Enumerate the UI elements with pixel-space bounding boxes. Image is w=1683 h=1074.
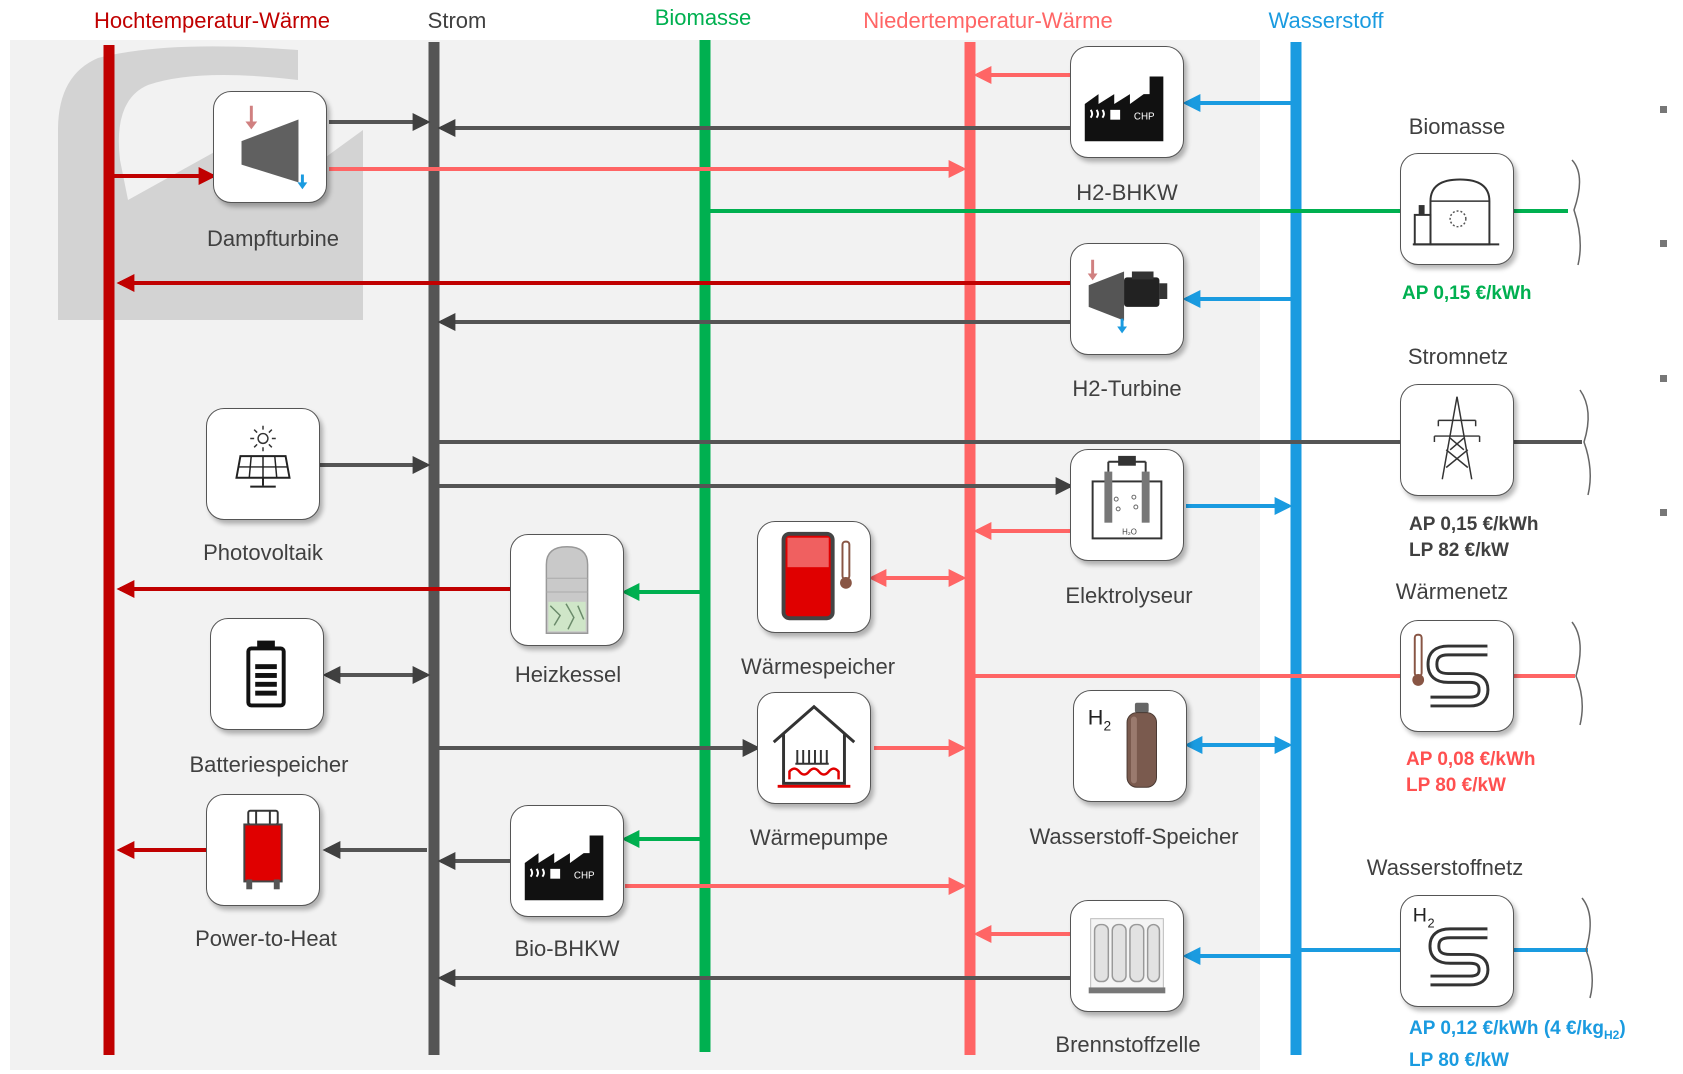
district-heating-icon <box>1412 633 1490 708</box>
waermenetz-price-ap: AP 0,08 €/kWh <box>1406 749 1536 770</box>
bus-label-strom: Strom <box>427 8 487 33</box>
hydrogen-grid-icon: H 2 <box>1413 905 1490 987</box>
biomasse-source-label: Biomasse <box>1408 114 1506 139</box>
brennstoffzelle-label: Brennstoffzelle <box>1055 1032 1201 1057</box>
bullet-marker <box>1660 240 1667 247</box>
waermenetz-price: AP 0,08 €/kWh LP 80 €/kW <box>1406 747 1536 799</box>
gas-turbine-icon <box>1087 259 1168 334</box>
heizkessel-box[interactable] <box>510 534 624 646</box>
wasserstoffnetz-source-label: Wasserstoffnetz <box>1366 855 1524 880</box>
hydrogen-tank-icon: H 2 <box>1088 702 1158 788</box>
waermepumpe-box[interactable] <box>757 692 871 804</box>
battery-icon <box>246 640 286 708</box>
stromnetz-source-box[interactable] <box>1400 384 1514 496</box>
waermenetz-price-lp: LP 80 €/kW <box>1406 775 1506 796</box>
stromnetz-price-ap: AP 0,15 €/kWh <box>1409 514 1539 535</box>
photovoltaik-label: Photovoltaik <box>203 540 323 565</box>
bullet-marker <box>1660 509 1667 516</box>
heat-storage-icon <box>781 531 852 621</box>
biogas-plant-icon <box>1412 178 1500 246</box>
biomasse-price: AP 0,15 €/kWh <box>1402 281 1532 307</box>
waermenetz-source-label: Wärmenetz <box>1395 579 1509 604</box>
dampfturbine-label: Dampfturbine <box>206 226 340 251</box>
bio-bhkw-box[interactable]: CHP <box>510 805 624 917</box>
bullet-marker <box>1660 375 1667 382</box>
boiler-icon <box>545 546 589 634</box>
grid-boundary-wasserstoffnetz <box>1581 897 1593 999</box>
fuel-cell-icon <box>1088 918 1166 994</box>
grid-boundary-waermenetz <box>1571 621 1583 726</box>
bus-label-wasserstoff: Wasserstoff <box>1268 8 1384 33</box>
wasserstoff-speicher-box[interactable]: H 2 <box>1073 690 1187 802</box>
elektrolyseur-box[interactable]: H₂O <box>1070 449 1184 561</box>
brennstoffzelle-box[interactable] <box>1070 900 1184 1012</box>
heat-pump-icon <box>772 704 856 788</box>
bio-bhkw-label: Bio-BHKW <box>514 936 620 961</box>
elektrolyseur-label: Elektrolyseur <box>1065 583 1193 608</box>
dampfturbine-box[interactable] <box>213 91 327 203</box>
electrolyser-icon: H₂O <box>1091 455 1163 540</box>
h2-turbine-label: H2-Turbine <box>1072 376 1182 401</box>
wasserstoffnetz-price-ap-end: ) <box>1619 1018 1626 1039</box>
h2-bhkw-label: H2-BHKW <box>1076 180 1178 205</box>
stromnetz-price: AP 0,15 €/kWh LP 82 €/kW <box>1409 512 1539 564</box>
wasserstoffnetz-price-ap: AP 0,12 €/kWh (4 €/kgH2) <box>1409 1016 1626 1048</box>
waermespeicher-label: Wärmespeicher <box>740 654 896 679</box>
svg-text:H₂O: H₂O <box>1122 527 1137 536</box>
power-to-heat-label: Power-to-Heat <box>195 926 337 951</box>
wasserstoffnetz-price-lp: LP 80 €/kW <box>1409 1049 1509 1071</box>
svg-text:CHP: CHP <box>574 871 595 882</box>
bus-label-niedertemperatur: Niedertemperatur-Wärme <box>863 8 1113 33</box>
grid-boundary-biomasse <box>1571 159 1581 266</box>
wasserstoff-speicher-label: Wasserstoff-Speicher <box>1029 824 1239 849</box>
h2-symbol: H <box>1413 905 1427 927</box>
h2-symbol: H <box>1088 704 1104 729</box>
wasserstoffnetz-source-box[interactable]: H 2 <box>1400 895 1514 1007</box>
solar-panel-icon <box>235 425 291 488</box>
wasserstoffnetz-price-ap-sub: H2 <box>1604 1027 1620 1042</box>
heating-rod-tank-icon <box>243 809 283 890</box>
wasserstoffnetz-price-ap-main: AP 0,12 €/kWh (4 €/kg <box>1409 1018 1605 1039</box>
bullet-marker <box>1660 106 1667 113</box>
waermenetz-source-box[interactable] <box>1400 620 1514 732</box>
h2-subscript: 2 <box>1103 718 1111 733</box>
heizkessel-label: Heizkessel <box>514 662 622 687</box>
grid-boundary-stromnetz <box>1579 389 1591 496</box>
power-to-heat-box[interactable] <box>206 794 320 906</box>
chp-plant-icon: CHP <box>1084 76 1164 142</box>
steam-turbine-icon <box>241 105 308 190</box>
h2-bhkw-box[interactable]: CHP <box>1070 46 1184 158</box>
power-pylon-icon <box>1433 396 1481 480</box>
wasserstoffnetz-price: AP 0,12 €/kWh (4 €/kgH2) LP 80 €/kW <box>1409 1016 1626 1074</box>
batteriespeicher-box[interactable] <box>210 618 324 730</box>
stromnetz-price-lp: LP 82 €/kW <box>1409 540 1509 561</box>
stromnetz-source-label: Stromnetz <box>1407 344 1509 369</box>
h2-subscript: 2 <box>1428 915 1435 930</box>
h2-turbine-box[interactable] <box>1070 243 1184 355</box>
waermepumpe-label: Wärmepumpe <box>749 825 889 850</box>
waermespeicher-box[interactable] <box>757 521 871 633</box>
batteriespeicher-label: Batteriespeicher <box>189 752 349 777</box>
biomasse-price-ap: AP 0,15 €/kWh <box>1402 283 1532 304</box>
chp-plant-icon: CHP <box>524 835 604 901</box>
photovoltaik-box[interactable] <box>206 408 320 520</box>
bus-label-hochtemperatur: Hochtemperatur-Wärme <box>94 8 330 33</box>
biomasse-source-box[interactable] <box>1400 153 1514 265</box>
bus-label-biomasse: Biomasse <box>654 5 752 30</box>
svg-text:CHP: CHP <box>1134 112 1155 123</box>
